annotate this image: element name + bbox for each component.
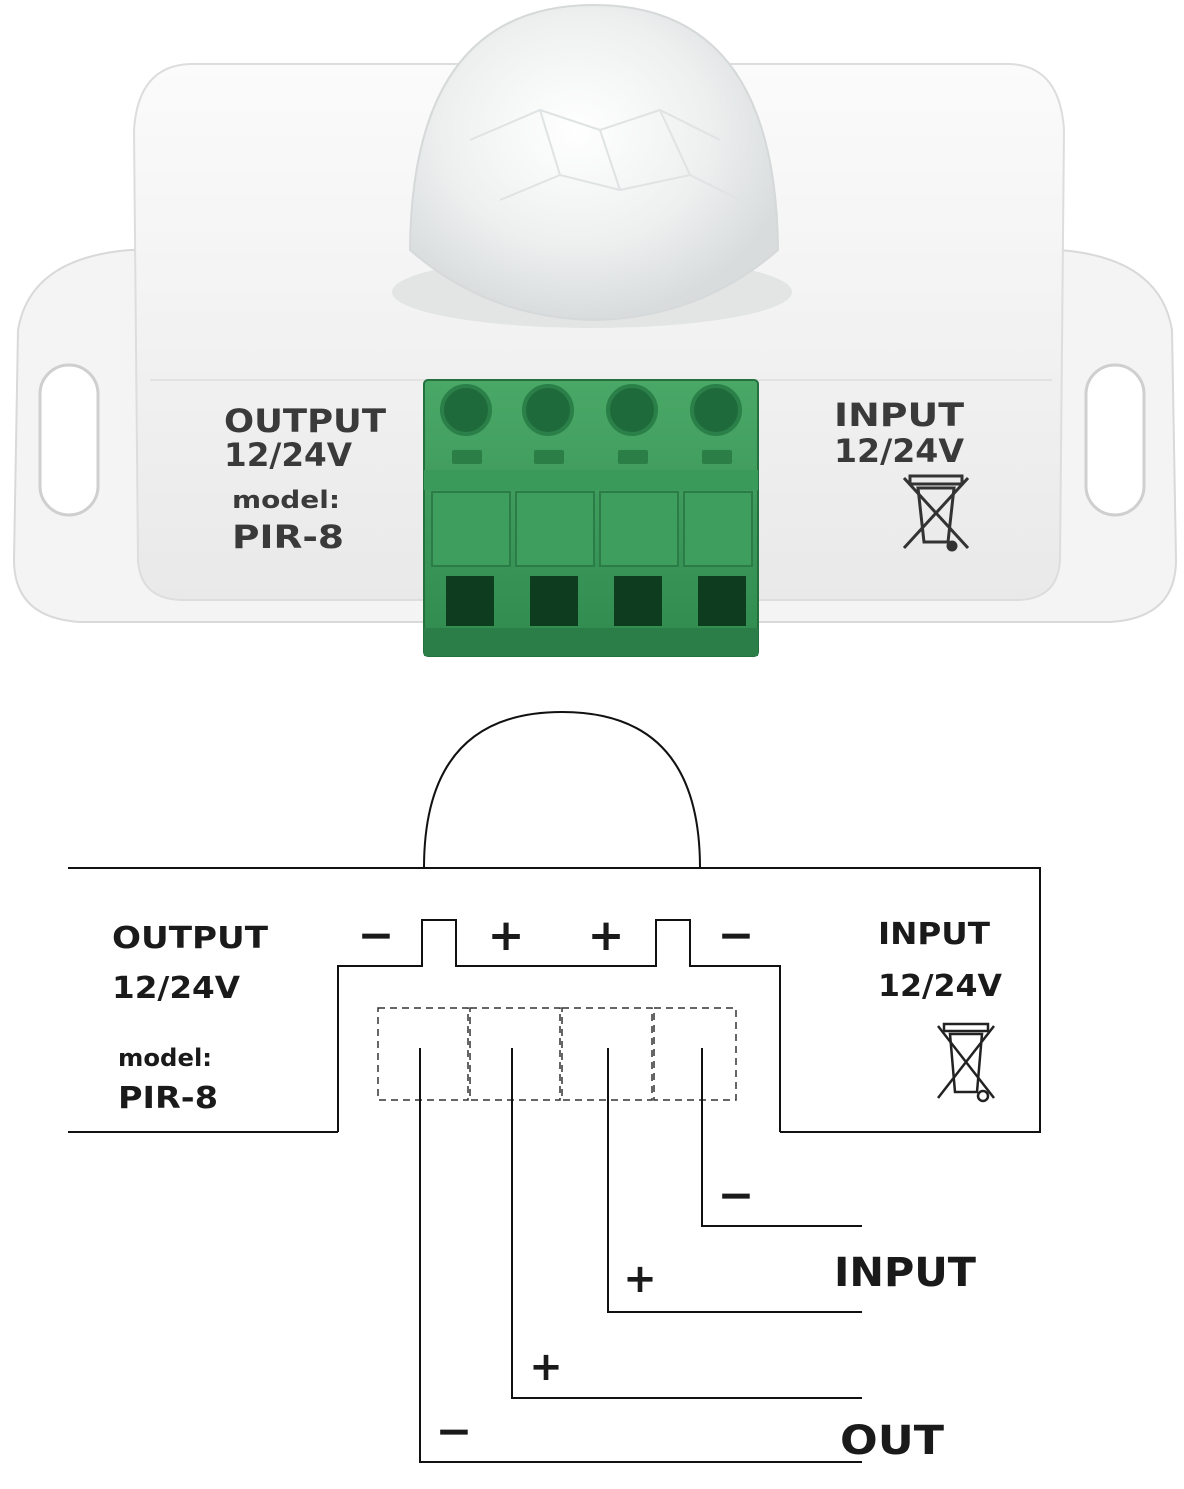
diagram-terminals	[377, 1007, 737, 1101]
terminal-sign-2: +	[488, 910, 525, 961]
input-wires-label: INPUT	[834, 1250, 977, 1296]
output-wires-label: OUT	[840, 1418, 945, 1464]
terminal-screws	[440, 384, 742, 436]
photo-input-voltage: 12/24V	[834, 432, 964, 470]
terminal-block	[423, 379, 759, 657]
pir-dome-icon	[392, 3, 792, 328]
diagram-wires	[419, 1048, 862, 1463]
photo-model-value: PIR-8	[232, 518, 344, 556]
diagram-output-voltage: 12/24V	[112, 971, 241, 1006]
terminal-sign-3: +	[588, 910, 625, 961]
diagram-dome	[423, 710, 701, 869]
diagram-weee-bin-icon	[937, 1022, 995, 1103]
wire-sign-out-plus: +	[529, 1344, 563, 1390]
wire-sign-in-minus: −	[718, 1170, 755, 1221]
diagram-input-voltage: 12/24V	[878, 969, 1003, 1004]
wire-sign-in-plus: +	[623, 1256, 657, 1302]
device-photo: OUTPUT 12/24V model: PIR-8 INPUT 12/24V	[12, 3, 1178, 657]
diagram-model-label: model:	[118, 1044, 212, 1072]
diagram-input-label: INPUT	[878, 917, 991, 952]
photo-input-label: INPUT	[834, 396, 964, 434]
mounting-slot-right	[1084, 363, 1146, 517]
diagram-terminal-block	[337, 919, 781, 1132]
diagram-output-label: OUTPUT	[112, 921, 269, 956]
photo-output-voltage: 12/24V	[224, 436, 352, 474]
photo-model-label: model:	[232, 486, 340, 514]
wiring-diagram: − + + − − + + − INPUT OUT OUTPUT 12/24V …	[68, 710, 1041, 1464]
terminal-sign-1: −	[358, 910, 395, 961]
device-body	[132, 63, 1066, 601]
diagram-body-outline	[68, 867, 1041, 1133]
mounting-slot-left	[38, 363, 100, 517]
terminal-sign-4: −	[718, 910, 755, 961]
wire-sign-out-minus: −	[436, 1406, 473, 1457]
photo-output-label: OUTPUT	[224, 402, 386, 440]
diagram-model-value: PIR-8	[118, 1081, 218, 1116]
weee-bin-icon	[902, 474, 970, 552]
